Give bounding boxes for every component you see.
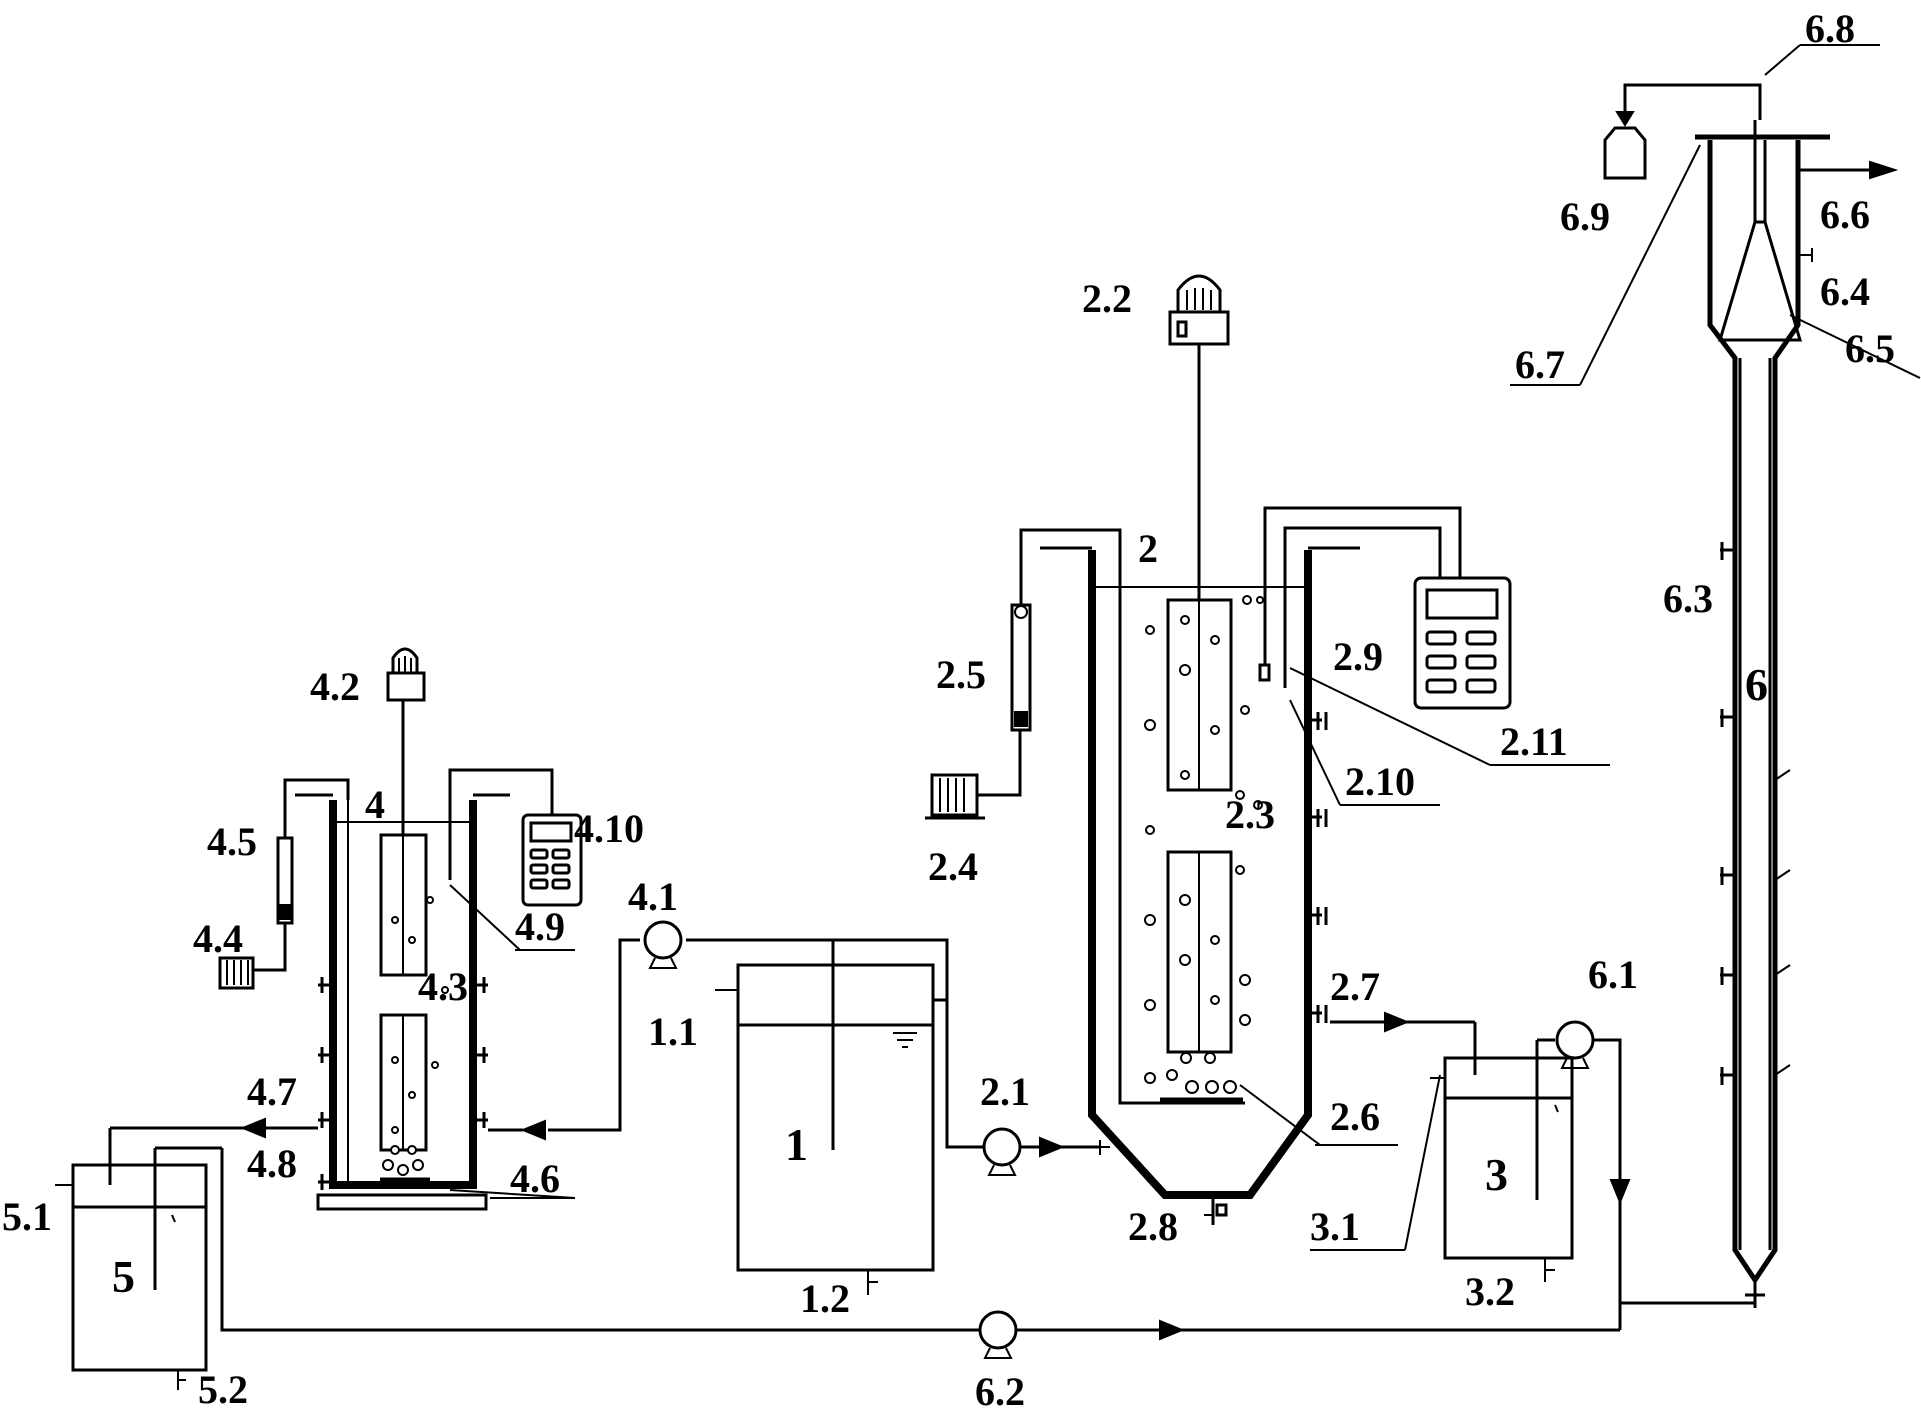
label-2-9: 2.9 (1333, 634, 1383, 679)
label-2-5: 2.5 (936, 652, 986, 697)
label-4-4: 4.4 (193, 916, 243, 961)
label-6-5: 6.5 (1845, 326, 1895, 371)
stirrer-motor-2-2 (1168, 274, 1230, 346)
label-4-1: 4.1 (628, 874, 678, 919)
flowmeter-4-5 (276, 778, 350, 925)
reactor-2-bubbles (1144, 595, 1264, 1094)
label-6-6: 6.6 (1820, 192, 1870, 237)
label-6-3: 6.3 (1663, 576, 1713, 621)
label-1: 1 (785, 1119, 808, 1170)
label-2-8: 2.8 (1128, 1204, 1178, 1249)
label-5-1: 5.1 (2, 1194, 52, 1239)
label-1-1: 1.1 (648, 1009, 698, 1054)
controller-2-9 (1258, 506, 1512, 710)
pump-4-1 (643, 920, 683, 969)
label-4-3: 4.3 (418, 964, 468, 1009)
leader-lines (1239, 667, 1610, 1251)
pump-6-1 (1555, 1020, 1755, 1305)
label-6-7: 6.7 (1515, 342, 1565, 387)
label-2-11: 2.11 (1500, 719, 1568, 764)
reactor-2-sampling-ports (1308, 712, 1328, 1023)
label-4-8: 4.8 (247, 1141, 297, 1186)
label-6-8: 6.8 (1805, 6, 1855, 51)
label-2-1: 2.1 (980, 1069, 1030, 1114)
label-3-2: 3.2 (1465, 1269, 1515, 1314)
pipe-tank1-to-reactor4 (548, 938, 949, 1132)
label-4-9: 4.9 (515, 904, 565, 949)
tank-5 (55, 1146, 222, 1390)
stirrer-motor-4-2 (386, 647, 426, 702)
label-4-10: 4.10 (574, 806, 644, 851)
label-6-2: 6.2 (975, 1369, 1025, 1414)
label-5-2: 5.2 (198, 1367, 248, 1412)
label-2-3: 2.3 (1225, 792, 1275, 837)
air-pump-2-4 (925, 730, 1022, 820)
label-6-1: 6.1 (1588, 952, 1638, 997)
label-4-7: 4.7 (247, 1069, 297, 1114)
label-4: 4 (365, 782, 385, 827)
label-2: 2 (1138, 526, 1158, 571)
label-5: 5 (112, 1251, 135, 1302)
leader-6-8 (1764, 44, 1801, 76)
label-3-1: 3.1 (1310, 1204, 1360, 1249)
label-2-7: 2.7 (1330, 964, 1380, 1009)
label-4-5: 4.5 (207, 819, 257, 864)
label-6-4: 6.4 (1820, 269, 1870, 314)
column-6 (1510, 83, 1921, 1308)
air-pump-4-4 (218, 920, 287, 990)
label-2-4: 2.4 (928, 844, 978, 889)
label-3: 3 (1485, 1149, 1508, 1200)
pipe-tank1-to-reactor2 (945, 1000, 1100, 1158)
flowmeter-2-5 (1010, 528, 1122, 732)
label-2-2: 2.2 (1082, 276, 1132, 321)
label-2-6: 2.6 (1330, 1094, 1380, 1139)
label-6: 6 (1745, 659, 1768, 710)
label-4-2: 4.2 (310, 664, 360, 709)
pump-6-2 (220, 1148, 1622, 1359)
label-4-6: 4.6 (510, 1156, 560, 1201)
label-1-2: 1.2 (800, 1276, 850, 1321)
controller-4-10 (448, 768, 583, 951)
reactor-4 (108, 700, 576, 1211)
labels: 1 1.1 1.2 2 2.1 2.2 2.3 2.4 2.5 2.6 2.7 … (2, 6, 1895, 1414)
label-6-9: 6.9 (1560, 194, 1610, 239)
feed-tank-1 (715, 940, 935, 1295)
tank-3 (1430, 1038, 1574, 1282)
reactor-2 (1040, 342, 1477, 1225)
label-2-10: 2.10 (1345, 759, 1415, 804)
pump-2-1 (982, 1127, 1022, 1176)
